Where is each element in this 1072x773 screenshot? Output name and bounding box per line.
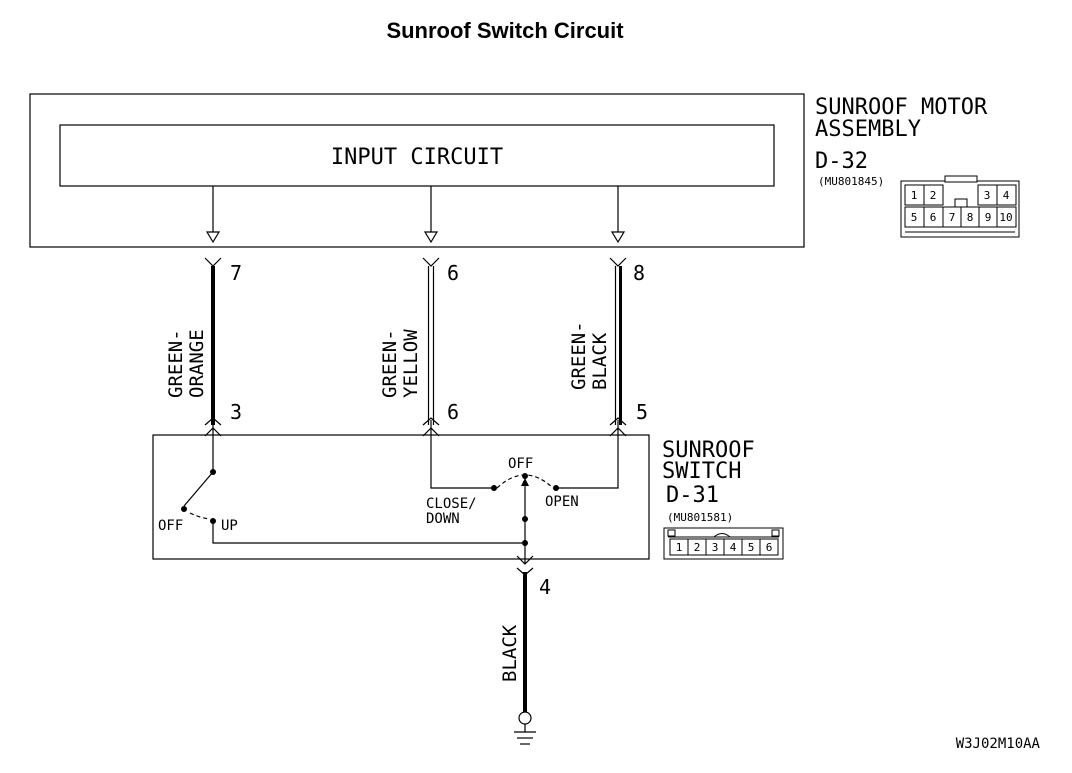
wire-bottom-pin: 6 xyxy=(447,400,459,424)
motor-assembly-label-line1: SUNROOF MOTOR xyxy=(815,95,988,120)
switch-part-number: (MU801581) xyxy=(667,511,733,524)
switch-label-line1: SUNROOF xyxy=(662,438,755,463)
motor-pin-cell: 5 xyxy=(911,211,918,224)
slide-open-label: OPEN xyxy=(545,494,579,510)
motor-pin-cell: 2 xyxy=(930,189,937,202)
motor-pin-cell: 9 xyxy=(985,211,992,224)
motor-pin-cell: 1 xyxy=(911,189,918,202)
slide-close-contact xyxy=(491,485,497,491)
motor-pin-cell: 7 xyxy=(949,211,956,224)
motor-pin-cell: 6 xyxy=(930,211,937,224)
motor-pin-cell: 10 xyxy=(999,211,1012,224)
wire-top-pin: 6 xyxy=(447,261,459,285)
motor-part-number: (MU801845) xyxy=(818,175,884,188)
motor-assembly-label-line2: ASSEMBLY xyxy=(815,117,921,142)
wire-green-black xyxy=(556,257,627,489)
switch-box xyxy=(152,434,650,560)
rocker-off-label: OFF xyxy=(158,518,183,534)
switch-pin-cell: 5 xyxy=(748,541,755,554)
input-circuit-arrows xyxy=(205,186,626,244)
wire-green-orange xyxy=(204,257,222,472)
wire-bottom-pin: 3 xyxy=(230,400,242,424)
switch-connector-face: 1 2 3 4 5 6 xyxy=(663,527,784,560)
ground-wire-color-label: BLACK xyxy=(499,624,521,682)
wire-color-label: BLACK xyxy=(589,332,611,390)
wire-bottom-pin: 5 xyxy=(636,400,648,424)
switch-pin-cell: 1 xyxy=(676,541,683,554)
motor-connector-id: D-32 xyxy=(815,149,868,174)
input-circuit-box xyxy=(59,124,775,187)
diagram-title: Sunroof Switch Circuit xyxy=(386,18,624,43)
switch-pin-cell: 6 xyxy=(766,541,773,554)
slide-off-contact xyxy=(522,473,528,479)
rocker-up-label: UP xyxy=(221,518,238,534)
motor-pin-cell: 4 xyxy=(1003,189,1010,202)
wire-color-label: YELLOW xyxy=(400,329,422,398)
switch-connector-id: D-31 xyxy=(666,483,719,508)
slide-close-label-line2: DOWN xyxy=(426,511,460,527)
input-circuit-label: INPUT CIRCUIT xyxy=(331,145,503,170)
slide-common-dot xyxy=(522,516,528,522)
wire-top-pin: 7 xyxy=(230,261,242,285)
wire-color-label: GREEN- xyxy=(379,329,401,398)
slide-arrow-icon xyxy=(521,478,529,486)
ground-icon xyxy=(514,711,536,745)
motor-pin-cell: 8 xyxy=(967,211,974,224)
wire-color-label: GREEN- xyxy=(568,321,590,390)
slide-off-label: OFF xyxy=(508,456,533,472)
wire-top-pin: 8 xyxy=(633,261,645,285)
motor-pin-cell: 3 xyxy=(984,189,991,202)
wire-color-label: ORANGE xyxy=(186,329,208,398)
switch-pin-cell: 4 xyxy=(730,541,737,554)
switch-pin-cell: 2 xyxy=(694,541,701,554)
wire-color-label: GREEN- xyxy=(165,329,187,398)
rocker-up-contact xyxy=(210,518,216,524)
motor-assembly-box xyxy=(29,93,805,248)
slide-open-contact xyxy=(553,485,559,491)
rocker-off-contact xyxy=(181,506,187,512)
motor-connector-face: 1 2 3 4 5 6 7 8 9 10 xyxy=(900,175,1020,238)
switch-pin-cell: 3 xyxy=(712,541,719,554)
rocker-switch xyxy=(183,471,522,544)
wire-green-yellow xyxy=(422,257,494,489)
switch-label-line2: SWITCH xyxy=(662,459,741,484)
rocker-pivot-dot xyxy=(210,469,216,475)
ground-pin-number: 4 xyxy=(539,575,551,599)
figure-code: W3J02M10AA xyxy=(956,736,1041,752)
wire-black-ground xyxy=(516,543,534,712)
slide-close-label-line1: CLOSE/ xyxy=(426,496,477,512)
